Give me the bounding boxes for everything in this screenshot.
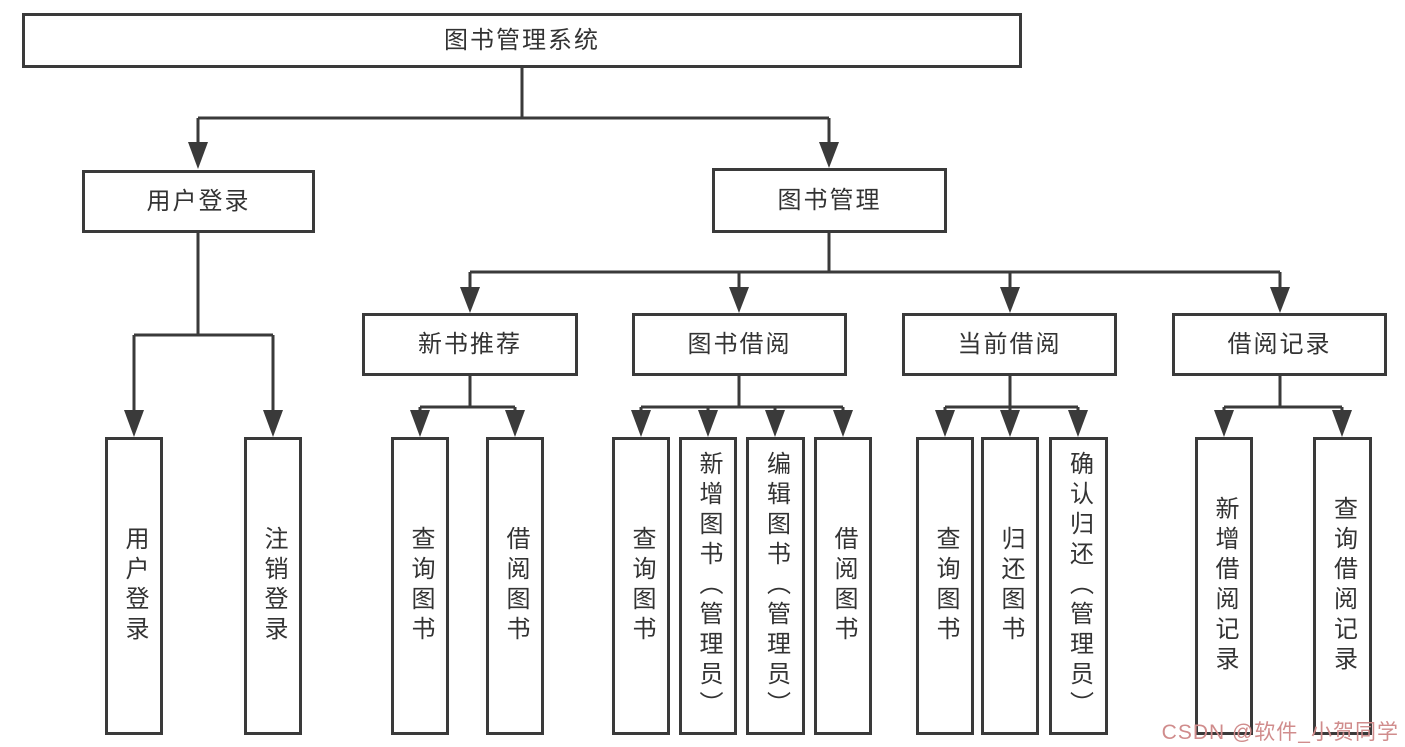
leaf-cu-return-books-label: 归还图书 bbox=[997, 526, 1024, 646]
node-user-login: 用户登录 bbox=[82, 170, 315, 233]
node-root: 图书管理系统 bbox=[22, 13, 1022, 68]
leaf-bw-edit-books-admin: 编辑图书（管理员） bbox=[746, 437, 805, 735]
leaf-nb-borrow-books: 借阅图书 bbox=[486, 437, 544, 735]
leaf-cu-confirm-return-admin-label: 确认归还（管理员） bbox=[1065, 451, 1093, 721]
leaf-rc-query-record-label: 查询借阅记录 bbox=[1329, 496, 1357, 676]
leaf-cu-return-books: 归还图书 bbox=[981, 437, 1039, 735]
node-current-borrow: 当前借阅 bbox=[902, 313, 1117, 376]
leaf-rc-query-record: 查询借阅记录 bbox=[1313, 437, 1372, 735]
leaf-bw-edit-books-admin-label: 编辑图书（管理员） bbox=[762, 451, 790, 721]
node-new-books: 新书推荐 bbox=[362, 313, 578, 376]
leaf-bw-add-books-admin: 新增图书（管理员） bbox=[679, 437, 737, 735]
leaf-bw-query-books: 查询图书 bbox=[612, 437, 670, 735]
leaf-cu-confirm-return-admin: 确认归还（管理员） bbox=[1049, 437, 1108, 735]
leaf-rc-add-record: 新增借阅记录 bbox=[1195, 437, 1253, 735]
leaf-user-login-label: 用户登录 bbox=[121, 526, 148, 646]
leaf-nb-borrow-books-label: 借阅图书 bbox=[502, 526, 529, 646]
node-book-mgmt: 图书管理 bbox=[712, 168, 947, 233]
node-book-borrow: 图书借阅 bbox=[632, 313, 847, 376]
leaf-nb-query-books: 查询图书 bbox=[391, 437, 449, 735]
leaf-logout: 注销登录 bbox=[244, 437, 302, 735]
leaf-logout-label: 注销登录 bbox=[260, 526, 287, 646]
leaf-nb-query-books-label: 查询图书 bbox=[407, 526, 434, 646]
leaf-bw-borrow-books: 借阅图书 bbox=[814, 437, 872, 735]
leaf-bw-borrow-books-label: 借阅图书 bbox=[830, 526, 857, 646]
leaf-cu-query-books: 查询图书 bbox=[916, 437, 974, 735]
leaf-bw-add-books-admin-label: 新增图书（管理员） bbox=[695, 451, 722, 721]
leaf-rc-add-record-label: 新增借阅记录 bbox=[1211, 496, 1238, 676]
arrowheads bbox=[124, 142, 1352, 437]
leaf-cu-query-books-label: 查询图书 bbox=[932, 526, 959, 646]
leaf-bw-query-books-label: 查询图书 bbox=[628, 526, 655, 646]
watermark: CSDN @软件_小贺同学 bbox=[1161, 721, 1399, 744]
node-borrow-records: 借阅记录 bbox=[1172, 313, 1387, 376]
leaf-user-login: 用户登录 bbox=[105, 437, 163, 735]
